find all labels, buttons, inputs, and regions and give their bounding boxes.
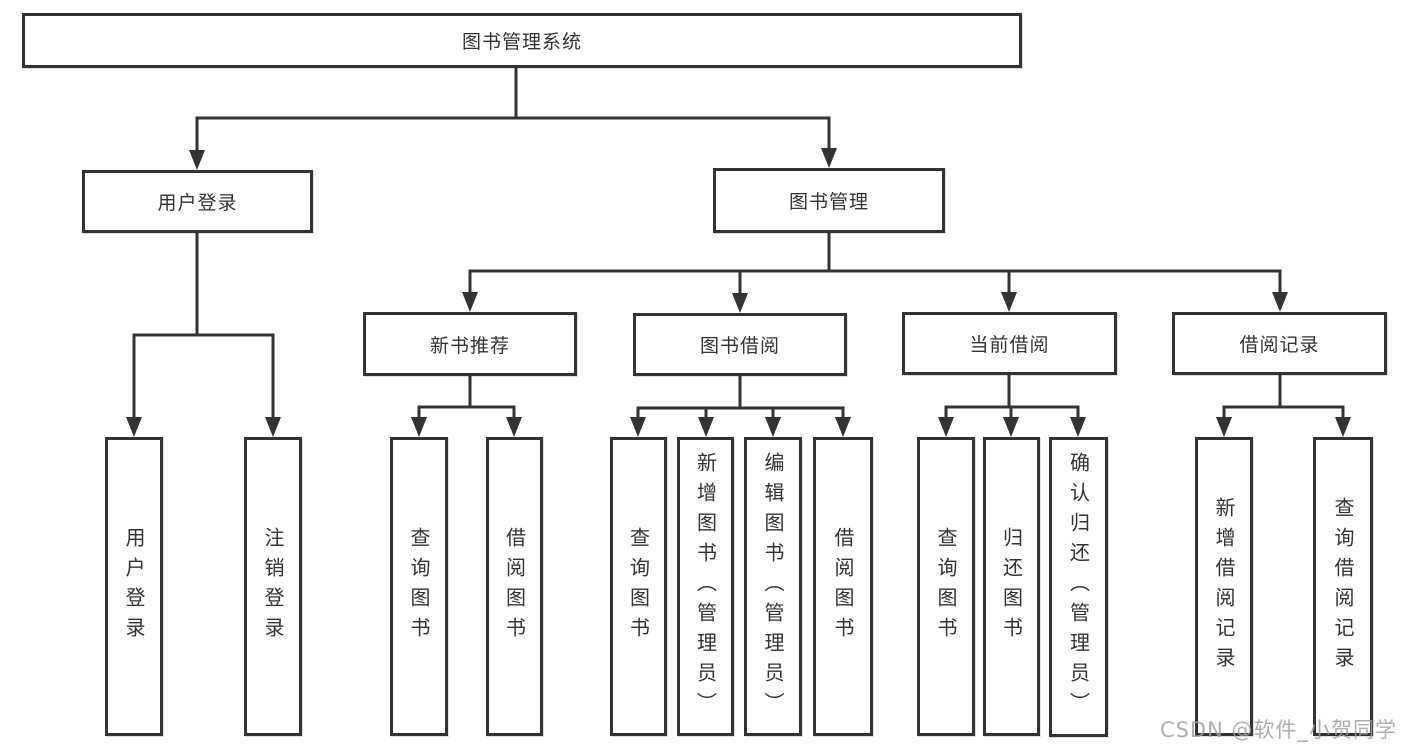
node-bb-borrow-books: 借阅图书 (813, 437, 873, 736)
arrowhead (506, 417, 522, 437)
csdn-watermark: CSDN @软件_小贺同学 (1159, 718, 1397, 742)
arrowhead (1070, 417, 1086, 437)
node-root: 图书管理系统 (22, 13, 1022, 68)
node-user-login-leaf: 用户登录 (105, 437, 163, 736)
node-cb-return-books: 归还图书 (983, 437, 1040, 736)
node-br-add-record: 新增借阅记录 (1195, 437, 1253, 736)
node-new-book-recommend: 新书推荐 (363, 312, 577, 376)
arrowhead (1001, 292, 1017, 312)
arrowhead (732, 293, 748, 313)
arrowhead (1003, 417, 1019, 437)
node-book-management: 图书管理 (713, 168, 945, 233)
arrowhead (630, 417, 646, 437)
node-bb-query-books: 查询图书 (610, 437, 667, 736)
arrowhead (821, 148, 837, 168)
node-bb-edit-books-admin: 编辑图书（管理员） (744, 437, 802, 736)
node-nbr-borrow-books: 借阅图书 (486, 437, 543, 736)
arrowhead (1272, 292, 1288, 312)
arrowhead (189, 150, 205, 170)
node-cb-confirm-return-admin: 确认归还（管理员） (1049, 437, 1108, 737)
arrowhead (938, 417, 954, 437)
arrowhead (1335, 417, 1351, 437)
arrowhead (126, 417, 142, 437)
arrowhead (835, 417, 851, 437)
arrowhead (411, 417, 427, 437)
arrowhead (698, 417, 714, 437)
node-borrow-records: 借阅记录 (1172, 312, 1387, 375)
connector-bookborrow-children (636, 376, 845, 419)
node-br-query-record: 查询借阅记录 (1313, 437, 1373, 736)
connector-bookmgmt-level3 (468, 233, 1282, 295)
connector-borrowrecords-children (1222, 375, 1345, 419)
node-user-login: 用户登录 (82, 170, 313, 233)
node-logout-leaf: 注销登录 (244, 437, 302, 736)
node-bb-add-books-admin: 新增图书（管理员） (677, 437, 734, 736)
node-nbr-query-books: 查询图书 (390, 437, 448, 736)
connector-root-to-level2 (195, 68, 831, 152)
arrowhead (462, 292, 478, 312)
node-current-borrow: 当前借阅 (902, 312, 1117, 375)
node-book-borrow: 图书借阅 (633, 313, 847, 376)
arrowhead (765, 417, 781, 437)
connector-currentborrow-children (944, 375, 1080, 419)
arrowhead (265, 417, 281, 437)
connector-userlogin-children (132, 233, 275, 419)
node-cb-query-books: 查询图书 (917, 437, 975, 736)
arrowhead (1216, 417, 1232, 437)
connector-newbookrec-children (417, 376, 516, 419)
